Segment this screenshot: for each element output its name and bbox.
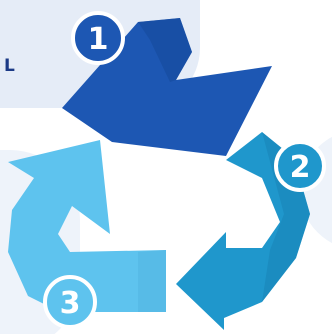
panel-label-fragment: L	[4, 56, 16, 76]
step-2-number: 2	[290, 150, 311, 185]
arrow-step-3	[8, 140, 166, 312]
arrow-3-shape	[8, 140, 166, 312]
badge-step-1: 1	[71, 11, 125, 65]
arrow-3-shading	[138, 250, 166, 312]
step-1-number: 1	[88, 22, 109, 57]
step-3-number: 3	[60, 286, 81, 321]
badge-step-3: 3	[43, 275, 97, 329]
arrow-1-shading	[138, 18, 192, 82]
badge-step-2: 2	[274, 140, 326, 192]
